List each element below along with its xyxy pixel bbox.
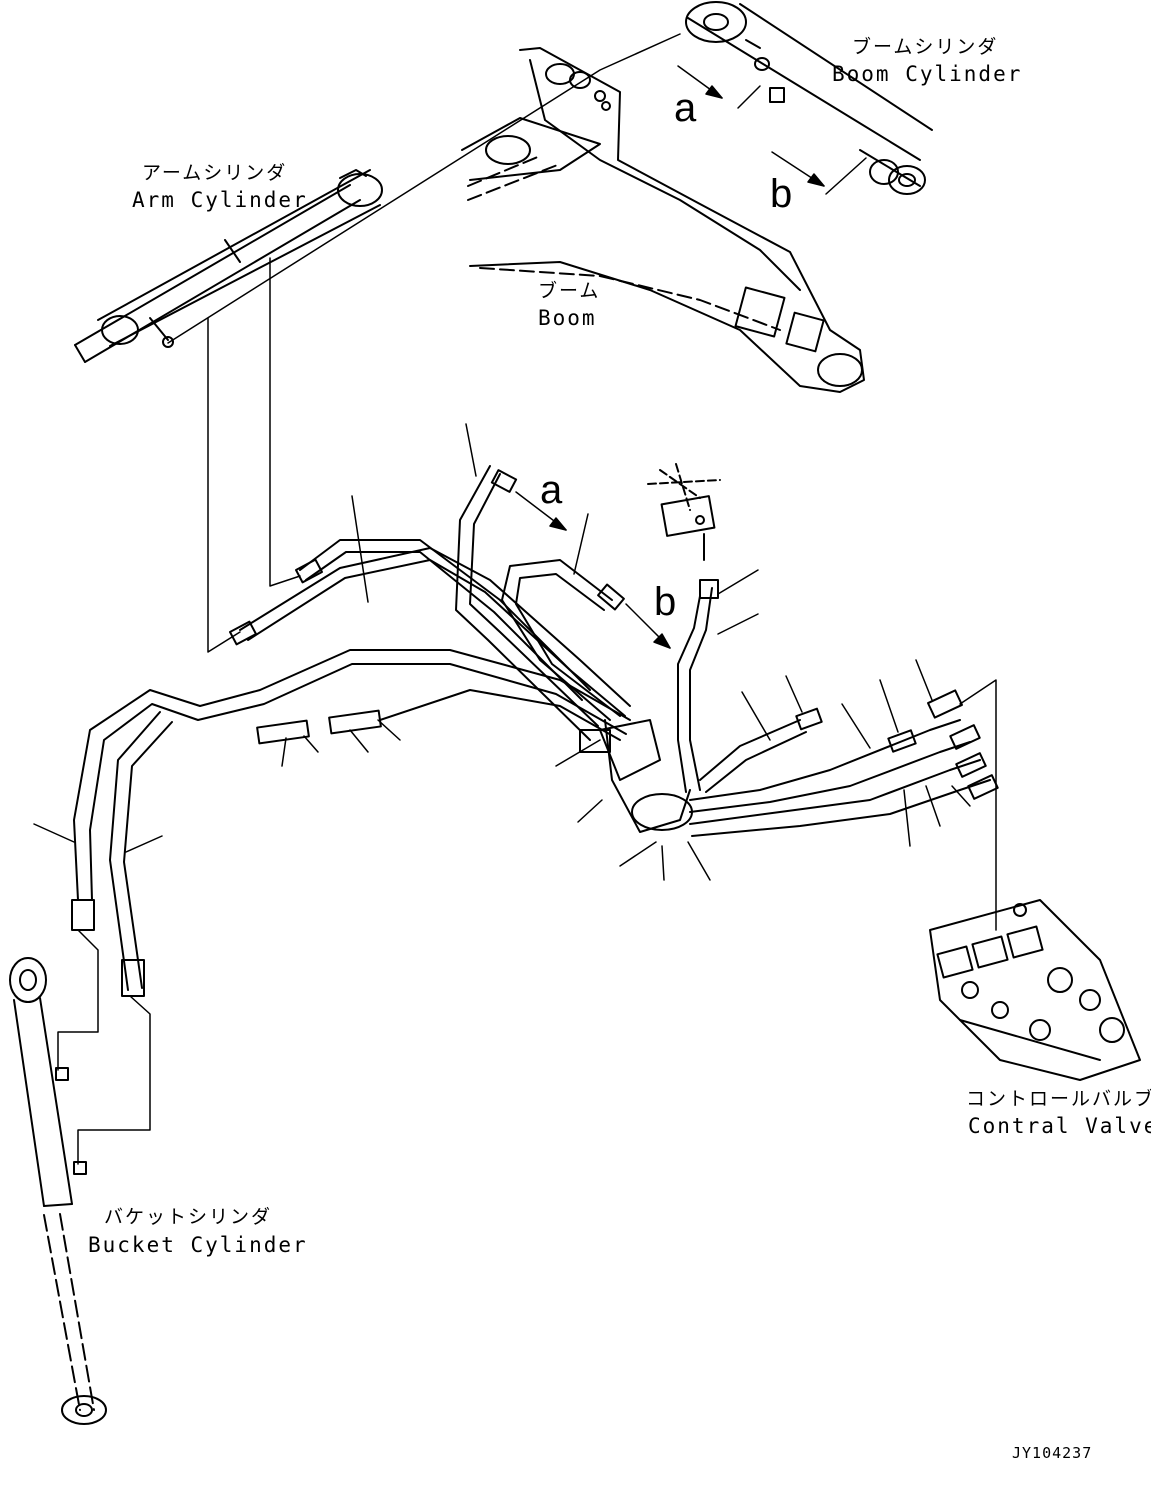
boom-cylinder-label-jp: ブームシリンダ <box>852 36 999 58</box>
bucket-cylinder-label-en: Bucket Cylinder <box>88 1233 308 1257</box>
arm-cylinder-label-jp: アームシリンダ <box>142 162 288 184</box>
hose-bundle <box>71 465 999 997</box>
reference-letter-b: b <box>770 172 793 216</box>
reference-letter-a: a <box>674 86 697 130</box>
boom-label-jp: ブーム <box>538 280 601 302</box>
arm-cylinder <box>74 169 383 363</box>
bucket-cylinder-label-jp: バケットシリンダ <box>104 1206 273 1228</box>
leader-lines[interactable] <box>33 33 997 1165</box>
bucket-cylinder <box>9 957 107 1425</box>
arm-cylinder-label-en: Arm Cylinder <box>132 188 308 212</box>
valve-block <box>647 463 721 561</box>
boom <box>461 47 865 393</box>
reference-letter-a-hose: a <box>540 468 563 512</box>
reference-letter-b-hose: b <box>654 580 677 624</box>
boom-cylinder <box>685 1 933 195</box>
reference-arrows <box>515 65 825 649</box>
boom-label-en: Boom <box>538 306 597 330</box>
boom-cylinder-label-en: Boom Cylinder <box>832 62 1023 86</box>
control-valve-label-jp: コントロールバルブ <box>966 1088 1151 1110</box>
control-valve <box>929 899 1141 1081</box>
control-valve-label-en: Contral Valve <box>968 1114 1151 1138</box>
drawing-code: JY104237 <box>1012 1444 1093 1462</box>
